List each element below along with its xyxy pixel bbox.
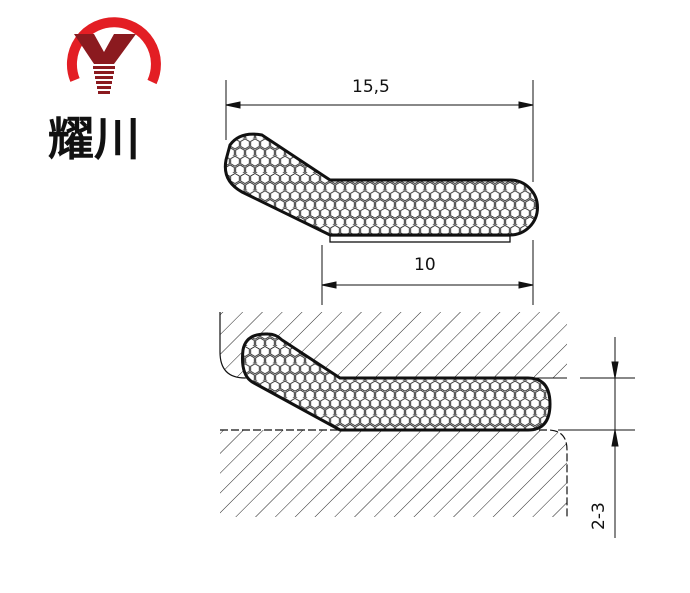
- logo-y-mark: [74, 34, 136, 64]
- profile-free-shape: [223, 132, 539, 237]
- adhesive-tape: [329, 235, 511, 243]
- overall-width-label: 15,5: [352, 77, 390, 97]
- tape-width-label: 10: [414, 255, 436, 275]
- dimension-gap: [558, 337, 635, 538]
- logo-text: 耀川: [48, 112, 140, 166]
- seal-profile-free: [223, 132, 539, 243]
- company-logo: 耀川: [48, 17, 161, 166]
- logo-stem: [93, 66, 115, 94]
- dimension-overall-width: [225, 80, 534, 182]
- gap-label: 2-3: [589, 502, 609, 530]
- lower-hatched-block: [220, 430, 567, 517]
- dimension-tape-width: [321, 240, 534, 305]
- logo-ring: [66, 17, 161, 85]
